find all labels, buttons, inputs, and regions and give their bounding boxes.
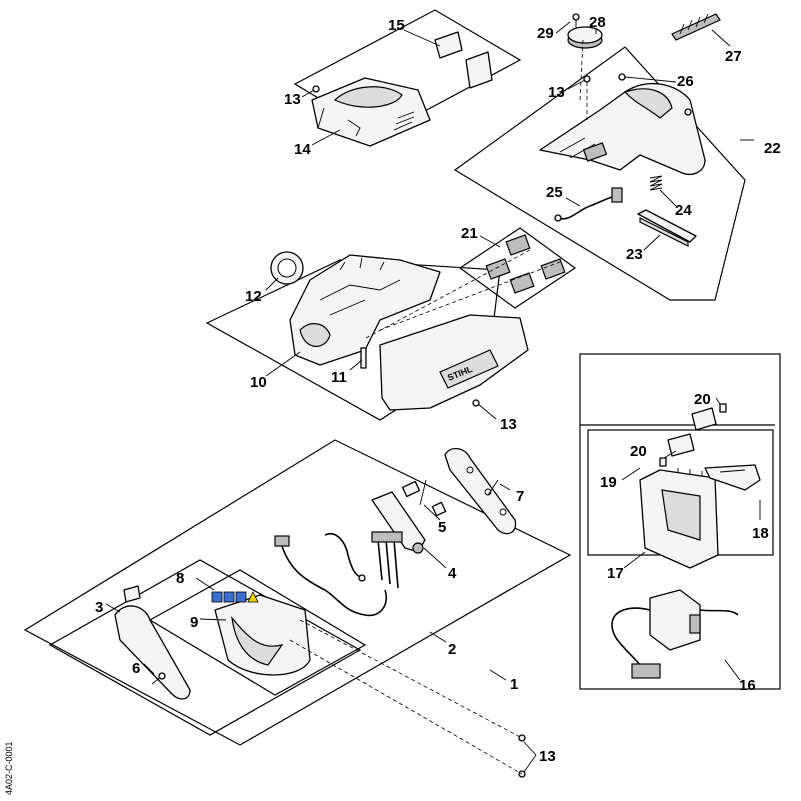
part-19-clip [667,433,695,457]
part-11-pin [360,347,367,369]
callout-27: 27 [725,48,742,65]
part-27-strip [671,13,721,41]
frame-housing-group [205,259,501,421]
callout-6: 6 [132,660,140,677]
document-id: 4A02-C-0001 [4,741,14,795]
part-21-filters [485,234,566,294]
part-10-housing [289,254,441,366]
wiring-harness [274,531,403,617]
frame-handle-group [453,46,746,301]
part-6-screw [151,672,166,685]
part-20-tabs [659,403,727,467]
frame-assembly-1 [23,439,572,746]
callout-13-housing: 13 [500,416,517,433]
part-4-trigger-assembly [371,491,426,554]
callout-11: 11 [331,369,347,386]
callout-21: 21 [461,225,478,242]
part-24-spring [649,175,663,191]
screw-26-a [618,73,626,81]
callout-28: 28 [589,14,606,31]
screw-7 [487,479,499,496]
part-22-rear-handle [539,82,706,175]
part-12-ring [270,251,304,285]
callout-16: 16 [739,677,756,694]
part-28-cap [567,26,603,49]
callout-1: 1 [510,676,518,693]
callout-20-lower: 20 [630,443,647,460]
callout-4: 4 [448,565,457,582]
callout-13-handle: 13 [548,84,565,101]
screw-26-b [684,108,692,116]
callout-25: 25 [546,184,563,201]
leader-lines [105,21,761,773]
screw-13-housing [472,399,480,407]
warning-label-strip [211,591,259,603]
part-15-pads [434,31,493,89]
callout-13-lower: 13 [539,748,556,765]
callout-9: 9 [190,614,198,631]
part-7-side-plate [444,447,517,535]
callout-19: 19 [600,474,617,491]
housing-cover: STIHL [379,314,529,411]
screw-13-top-cover [312,85,320,93]
callout-23: 23 [626,246,643,263]
part-25-cable [554,187,623,222]
callout-24: 24 [675,202,692,219]
part-17-battery-holder [639,468,719,569]
part-16-control-module [611,589,739,679]
callout-5: 5 [438,519,446,536]
frame-assembly-8 [148,569,367,696]
callout-29: 29 [537,25,554,42]
callout-8: 8 [176,570,184,587]
frame-assembly-2 [48,559,362,736]
callout-7: 7 [516,488,524,505]
callout-22: 22 [764,140,781,157]
frame-battery-holder-group [579,353,781,690]
callout-14: 14 [294,141,311,158]
callout-18: 18 [752,525,769,542]
screw-13-lower-a [518,734,526,742]
part-23-rail [637,209,697,247]
callout-13-top-cover: 13 [284,91,301,108]
alignment-lines [289,39,588,775]
frame-filter-group [458,227,577,309]
part-14-top-cover [311,77,431,147]
part-29-screw [572,13,580,28]
callout-10: 10 [250,374,267,391]
part-18-latch [704,464,761,491]
callout-12: 12 [245,288,262,305]
screw-13-handle [583,75,591,83]
callout-15: 15 [388,17,405,34]
callout-2: 2 [448,641,456,658]
callout-3: 3 [95,599,103,616]
part-9-guard [211,591,311,676]
callout-17: 17 [607,565,624,582]
callout-labels: 15 13 14 29 28 27 13 26 22 25 24 23 21 1… [95,14,781,765]
callout-26: 26 [677,73,694,90]
part-5-switch [401,479,447,517]
part-3-handle-half [114,585,191,700]
callout-20-upper: 20 [694,391,711,408]
